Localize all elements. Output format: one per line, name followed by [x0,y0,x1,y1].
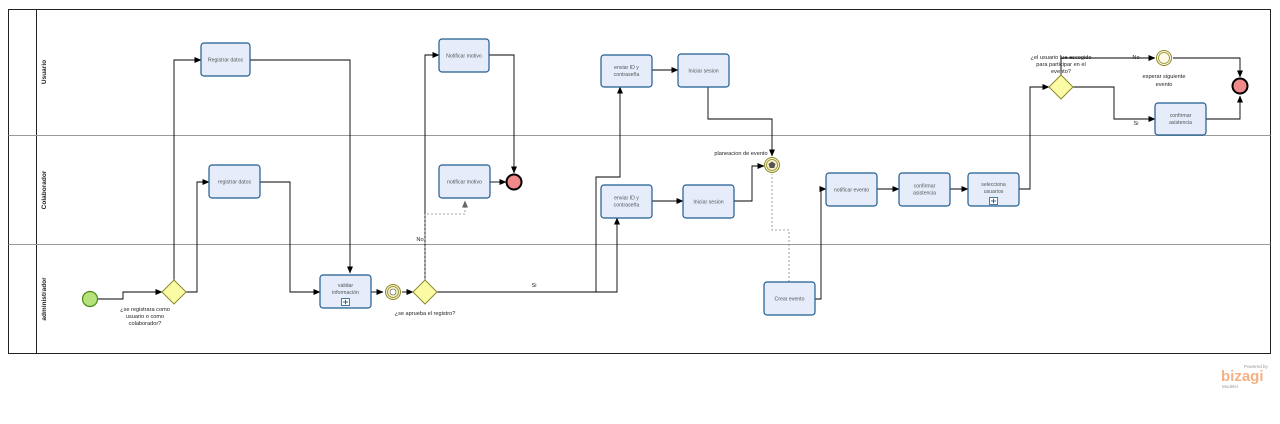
flow-confirmar-to-end [1206,95,1243,120]
task-notificar-evento[interactable]: notificar evento [825,172,878,207]
watermark-brand: bizagi [1221,368,1264,385]
subprocess-validar-informacion[interactable]: validar información [319,274,372,309]
gateway-aprueba-registro[interactable] [412,279,438,305]
esperar-siguiente-line2: evento [1156,82,1173,88]
svg-text:usuarios: usuarios [984,189,1004,195]
flow-notificar-usuario-to-end [489,54,517,174]
task-enviar-id-usuario[interactable]: enviar ID y contraseña [600,54,653,88]
task-registrar-datos-colaborador[interactable]: registrar datos [208,164,261,199]
end-event-rechazo[interactable] [505,173,523,191]
bizagi-watermark: Powered by bizagi Modeler [1221,364,1269,389]
flow-crear-to-notificar-evento [815,186,827,300]
lane-administrador-label: administrador [41,277,48,321]
gateway-registro-tipo-line3: colaborador? [129,321,162,327]
gateway-registro-tipo-line1: ¿se registrara como [120,307,170,313]
end-event-final[interactable] [1231,77,1249,95]
sequence-flows [98,52,1243,300]
clock-icon [389,288,397,296]
flow-gateway-no [1060,55,1156,75]
expand-icon[interactable] [341,298,350,306]
intermediate-event-planeacion[interactable] [764,157,780,173]
svg-text:selecciona: selecciona [981,182,1006,188]
task-iniciar-sesion-usuario[interactable]: Iniciar sesion [677,53,730,88]
flow-registrar-colaborador-to-validar [260,181,321,295]
svg-text:enviar ID y: enviar ID y [614,65,639,71]
pentagon-icon [768,161,776,168]
flow-gateway-si [1073,86,1156,122]
gateway-aprueba-registro-label: ¿se aprueba el registro? [395,311,456,317]
lane-usuario: Usuario [41,60,48,84]
svg-text:confirmar: confirmar [914,184,936,190]
gateway-usuario-escogido[interactable] [1048,74,1074,100]
svg-text:contraseña: contraseña [614,72,640,78]
gateway-registro-tipo-line2: usuario o como [126,314,164,320]
svg-text:registrar datos: registrar datos [218,180,252,186]
task-notificar-motivo-usuario[interactable]: Notificar motivo [438,38,490,73]
flow-label-no-escogido: No [1132,55,1139,61]
flow-registrar-usuario-to-validar [250,59,353,274]
svg-text:información: información [332,290,359,296]
task-enviar-id-colaborador[interactable]: enviar ID y contraseña [600,184,653,219]
svg-text:contraseña: contraseña [614,203,640,209]
task-notificar-motivo-colaborador[interactable]: notificar motivo [438,164,491,199]
gateway-usuario-escogido-line1: ¿el usuario fue escogido [1031,55,1092,61]
svg-text:notificar motivo: notificar motivo [447,180,482,186]
svg-text:Iniciar sesion: Iniciar sesion [693,200,723,206]
gateway-registro-tipo[interactable] [161,279,187,305]
flow-si-to-enviar-colaborador [596,217,620,293]
svg-text:Notificar motivo: Notificar motivo [446,54,482,60]
svg-text:asistencia: asistencia [913,191,936,197]
lane-administrador: administrador [41,277,48,321]
flow-si-to-enviar-usuario [595,86,623,292]
svg-text:Iniciar sesion: Iniciar sesion [688,69,718,75]
flow-no-to-notificar-usuario [424,52,440,280]
flow-label-no-aprobado: No [416,237,423,243]
svg-text:confirmar: confirmar [1170,113,1192,119]
timer-event[interactable] [385,284,401,300]
svg-text:asistencia: asistencia [1169,120,1192,126]
watermark-product: Modeler [1222,384,1239,389]
svg-text:notificar evento: notificar evento [834,188,869,194]
flow-label-si-aprobado: Si [532,283,537,289]
flow-iniciar-usuario-to-planeacion [707,87,775,157]
flow-label-si-escogido: Si [1134,121,1139,127]
planeacion-evento-label: planeacion de evento [714,151,767,157]
flow-iniciar-colaborador-to-planeacion [734,163,765,202]
lane-colaborador-label: Colaborador [41,170,48,209]
svg-text:Crear evento: Crear evento [775,297,805,303]
task-confirmar-asistencia-usuario[interactable]: confirmar asistencia [1154,102,1207,136]
subprocess-selecciona-usuarios[interactable]: selecciona usuarios [967,172,1020,207]
flow-gateway-to-registrar-colaborador [186,179,210,293]
task-confirmar-asistencia-colaborador[interactable]: confirmar asistencia [898,172,951,207]
flow-crear-evento-to-planeacion [771,174,790,282]
lane-colaborador: Colaborador [41,170,48,209]
flow-gateway-to-registrar-usuario [173,57,202,280]
flow-esperar-to-end [1173,57,1243,78]
lane-usuario-label: Usuario [41,60,48,84]
gateway-usuario-escogido-line2: para participar en el [1036,62,1085,68]
intermediate-event-esperar[interactable] [1156,50,1172,66]
flow-no-to-notificar-colaborador [424,200,468,280]
watermark-powered-by: Powered by [1244,364,1269,369]
esperar-siguiente-line1: esperar siguiente [1143,74,1186,80]
svg-text:validar: validar [338,283,354,289]
svg-text:enviar ID y: enviar ID y [614,196,639,202]
task-iniciar-sesion-colaborador[interactable]: Iniciar sesion [682,184,735,219]
task-crear-evento[interactable]: Crear evento [763,281,816,316]
flow-selecciona-to-gateway [1019,84,1050,190]
start-event[interactable] [81,290,99,308]
flow-start-to-gateway [98,289,163,300]
svg-text:Registrar datos: Registrar datos [208,58,244,64]
task-registrar-datos-usuario[interactable]: Registrar datos [200,42,251,77]
gateway-usuario-escogido-line3: evento? [1051,69,1071,75]
expand-icon[interactable] [989,197,998,205]
